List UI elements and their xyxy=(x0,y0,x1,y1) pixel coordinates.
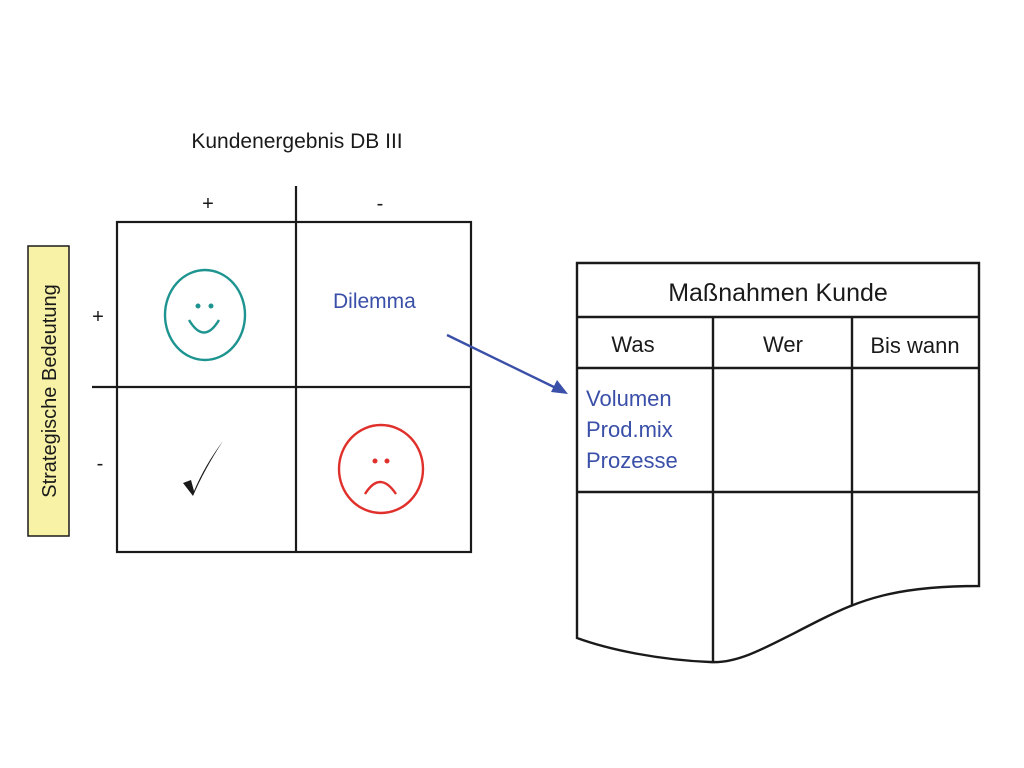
row-axis-label-box xyxy=(27,245,70,537)
dilemma-label: Dilemma xyxy=(333,290,416,313)
checkmark-icon xyxy=(183,441,223,496)
matrix-title: Kundenergebnis DB III xyxy=(191,130,402,153)
row-axis-label-text: Strategische Bedeutung xyxy=(39,284,61,498)
column-header-was: Was xyxy=(611,332,654,357)
row-header-minus: - xyxy=(97,453,104,475)
row-axis-label: Strategische Bedeutung xyxy=(27,245,70,537)
column-header-wer: Wer xyxy=(763,332,803,357)
action-table-frame xyxy=(575,261,981,664)
action-table-title: Maßnahmen Kunde xyxy=(668,279,888,307)
arrow-dilemma-to-table xyxy=(446,333,568,394)
smiley-happy-icon xyxy=(163,268,247,362)
table-cell-line: Prozesse xyxy=(586,448,678,473)
smiley-sad-icon xyxy=(337,423,425,515)
col-header-minus: - xyxy=(377,193,384,215)
table-cell-line: Prod.mix xyxy=(586,417,673,442)
table-cell-line: Volumen xyxy=(586,386,672,411)
row-header-plus: + xyxy=(92,306,104,328)
action-table xyxy=(575,261,981,664)
matrix-grid xyxy=(92,186,473,554)
column-header-bis-wann: Bis wann xyxy=(870,333,959,358)
col-header-plus: + xyxy=(202,193,214,215)
